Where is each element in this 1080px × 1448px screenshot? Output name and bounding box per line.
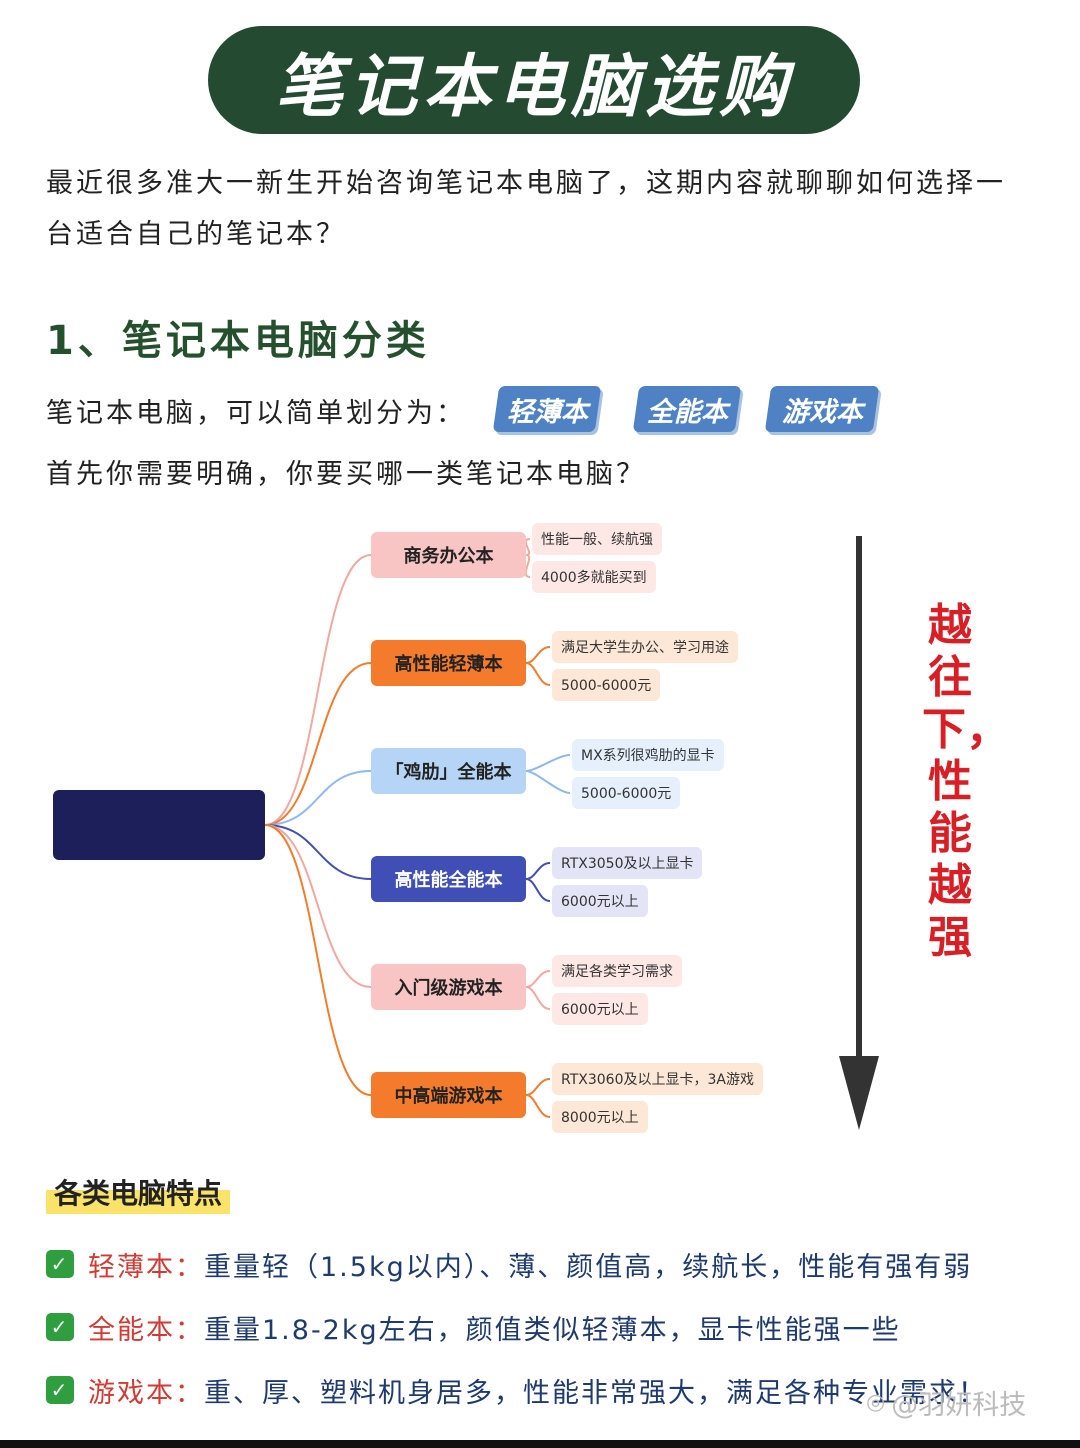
watermark: ◎ @羽妍科技 — [866, 1382, 1026, 1422]
feature-text: 重、厚、塑料机身居多，性能非常强大，满足各种专业需求！ — [204, 1377, 987, 1409]
leaf-item: 4000多就能买到 — [532, 561, 656, 593]
bottom-bar — [0, 1440, 1080, 1448]
feature-gaming: ✓ 游戏本 ： 重、厚、塑料机身居多，性能非常强大，满足各种专业需求！ — [46, 1370, 987, 1410]
branch-connector — [264, 824, 372, 1096]
feature-allround: ✓ 全能本 ： 重量1.8-2kg左右，颜值类似轻薄本，显卡性能强一些 — [46, 1307, 901, 1347]
question-text: 首先你需要明确，你要买哪一类笔记本电脑？ — [46, 459, 646, 490]
classify-text: 笔记本电脑，可以简单划分为： — [46, 397, 466, 429]
feature-sep: ： — [175, 1314, 204, 1346]
branch-node: 中高端游戏本 — [371, 1072, 526, 1118]
leaf-connector — [525, 1094, 551, 1118]
check-icon: ✓ — [46, 1313, 74, 1341]
branch-connector — [264, 824, 372, 988]
branch-node: 高性能轻薄本 — [371, 640, 526, 686]
features-heading: 各类电脑特点 — [46, 1170, 231, 1214]
leaf-connector — [524, 538, 531, 556]
down-arrow-shaft — [856, 536, 862, 1066]
leaf-connector — [525, 770, 571, 794]
branch-connector — [264, 824, 372, 880]
section-title: 1、笔记本电脑分类 — [46, 318, 430, 364]
leaf-connector — [525, 646, 551, 664]
leaf-item: MX系列很鸡肋的显卡 — [572, 739, 724, 771]
leaf-connector — [525, 878, 551, 902]
feature-ultrabook: ✓ 轻薄本 ： 重量轻（1.5kg以内）、薄、颜值高，续航长，性能有强有弱 — [46, 1244, 972, 1284]
leaf-item: RTX3060及以上显卡，3A游戏 — [552, 1063, 763, 1095]
mindmap-root — [53, 790, 265, 860]
branch-connector — [264, 770, 372, 826]
branch-node: 商务办公本 — [371, 532, 526, 578]
leaf-connector — [525, 662, 551, 686]
leaf-item: RTX3050及以上显卡 — [552, 847, 703, 879]
leaf-connector — [525, 754, 571, 772]
leaf-item: 5000-6000元 — [572, 777, 681, 809]
leaf-connector — [525, 986, 551, 1010]
leaf-item: 满足大学生办公、学习用途 — [552, 631, 738, 663]
feature-text: 重量1.8-2kg左右，颜值类似轻薄本，显卡性能强一些 — [204, 1314, 901, 1346]
watermark-text: @羽妍科技 — [891, 1389, 1027, 1421]
leaf-item: 5000-6000元 — [552, 669, 661, 701]
leaf-item: 满足各类学习需求 — [552, 955, 682, 987]
weibo-icon: ◎ — [866, 1389, 886, 1415]
feature-sep: ： — [175, 1377, 204, 1409]
leaf-item: 6000元以上 — [552, 993, 648, 1025]
leaf-item: 6000元以上 — [552, 885, 648, 917]
check-icon: ✓ — [46, 1250, 74, 1278]
feature-sep: ： — [175, 1251, 204, 1283]
leaf-connector — [525, 970, 551, 988]
leaf-connector — [525, 1078, 551, 1096]
leaf-connector — [524, 554, 531, 578]
check-icon: ✓ — [46, 1376, 74, 1404]
branch-node: 「鸡肋」全能本 — [371, 748, 526, 794]
leaf-item: 8000元以上 — [552, 1101, 648, 1133]
branch-connector — [264, 554, 372, 826]
down-arrow-icon — [839, 1056, 879, 1130]
feature-label: 轻薄本 — [88, 1251, 175, 1283]
branch-node: 入门级游戏本 — [371, 964, 526, 1010]
intro-paragraph: 最近很多准大一新生开始咨询笔记本电脑了，这期内容就聊聊如何选择一台适合自己的笔记… — [46, 168, 1006, 250]
page-title: 笔记本电脑选购 — [274, 47, 793, 127]
feature-text: 重量轻（1.5kg以内）、薄、颜值高，续航长，性能有强有弱 — [204, 1251, 973, 1283]
title-banner: 笔记本电脑选购 — [208, 26, 860, 134]
feature-label: 全能本 — [88, 1314, 175, 1346]
feature-label: 游戏本 — [88, 1377, 175, 1409]
branch-node: 高性能全能本 — [371, 856, 526, 902]
leaf-item: 性能一般、续航强 — [532, 523, 662, 555]
leaf-connector — [525, 862, 551, 880]
side-note: 越往下，性能越强 — [922, 600, 1010, 963]
branch-connector — [264, 662, 372, 826]
